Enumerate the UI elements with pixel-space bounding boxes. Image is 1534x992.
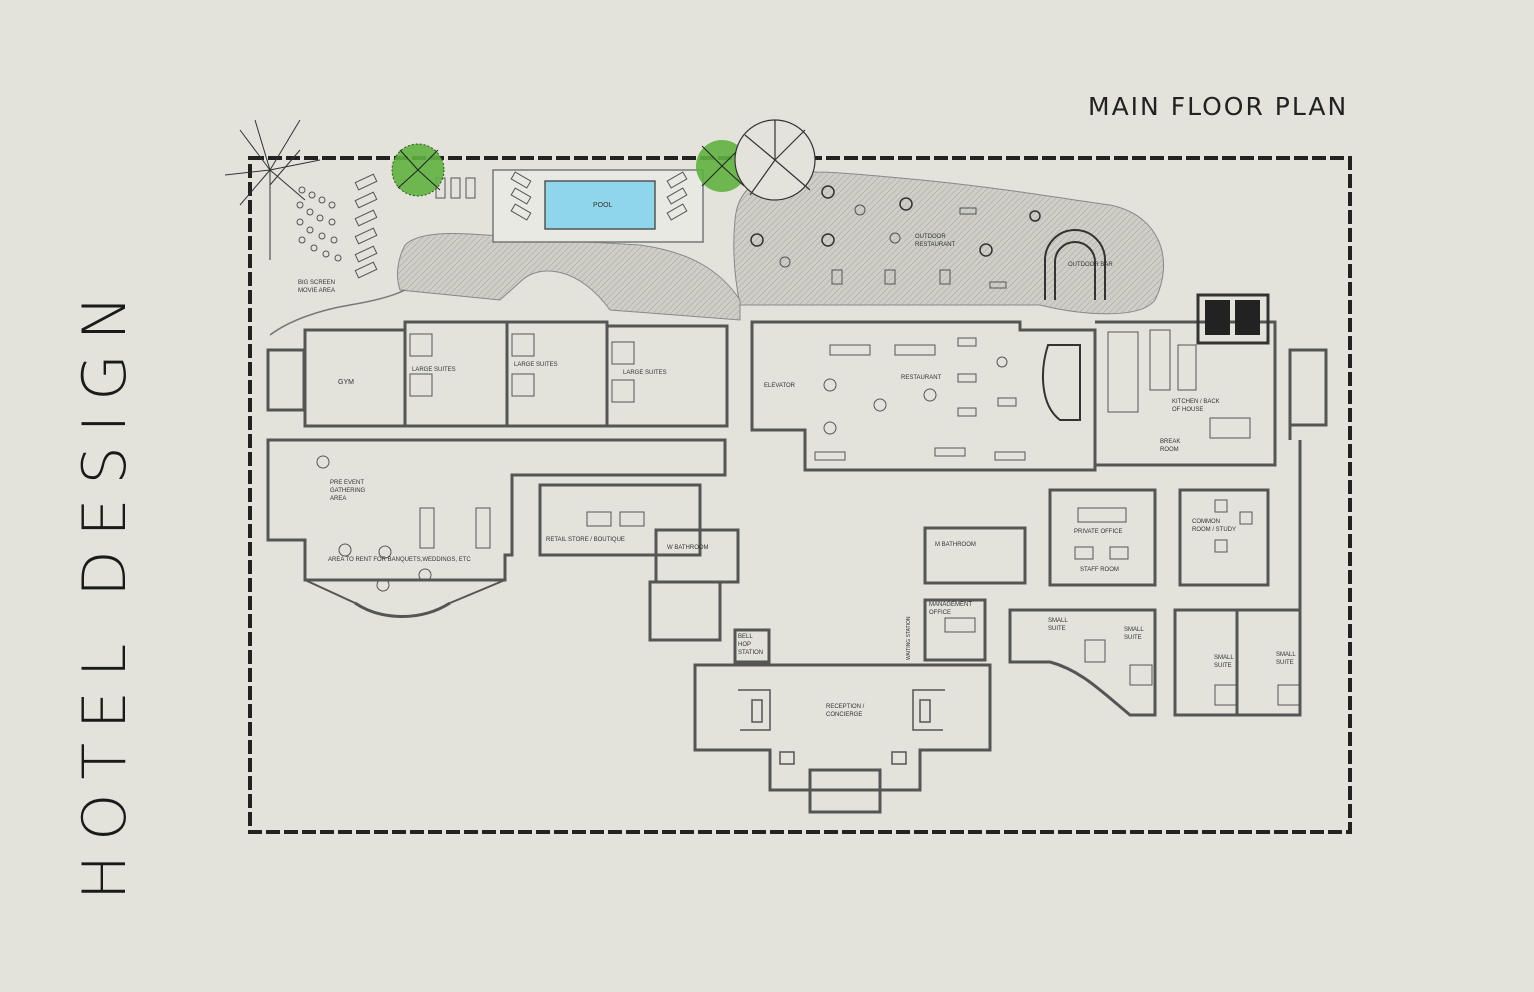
restaurant-label: RESTAURANT xyxy=(901,375,942,381)
building-walls xyxy=(266,320,1328,814)
small-suite-4-label-1: SMALL xyxy=(1276,652,1296,658)
pre-event-label-3: AREA xyxy=(330,496,346,502)
movie-area-label-2: MOVIE AREA xyxy=(298,288,335,294)
break-room-label-1: BREAK xyxy=(1160,439,1180,445)
reception-label-1: RECEPTION / xyxy=(826,704,865,710)
common-room-label-1: COMMON xyxy=(1192,519,1220,525)
suite-beds xyxy=(409,333,1301,706)
bell-hop-label-2: HOP xyxy=(738,642,751,648)
common-room-label-2: ROOM / STUDY xyxy=(1192,527,1236,533)
waiting-station-label: WAITING STATION xyxy=(906,616,912,660)
w-bathroom-label: W BATHROOM xyxy=(667,545,709,551)
bay-window xyxy=(354,601,451,618)
walk-in-cooler xyxy=(1196,293,1270,345)
pre-event-label-2: GATHERING xyxy=(330,488,366,494)
outdoor-bar xyxy=(1044,229,1106,300)
tree-bare xyxy=(224,119,321,260)
garden-curve xyxy=(269,289,406,336)
banquets-label: AREA TO RENT FOR BANQUETS,WEDDINGS, ETC xyxy=(328,557,471,563)
pool-loungers xyxy=(354,171,688,279)
kitchen-equipment xyxy=(1107,329,1251,439)
banquet-tables xyxy=(316,455,645,592)
tree-green-1 xyxy=(391,143,445,197)
large-suites-3-label: LARGE SUITES xyxy=(623,370,667,376)
restaurant-tables xyxy=(814,337,1026,461)
management-label-1: MANAGEMENT xyxy=(929,602,972,608)
small-suite-3-label-1: SMALL xyxy=(1214,655,1234,661)
large-suites-2-label: LARGE SUITES xyxy=(514,362,558,368)
pre-event-label-1: PRE EVENT xyxy=(330,480,364,486)
pool xyxy=(544,180,656,230)
patio-area xyxy=(733,171,1164,315)
tree-green-2 xyxy=(696,140,748,192)
small-suite-2-label-2: SUITE xyxy=(1124,635,1142,641)
elevator-label: ELEVATOR xyxy=(764,383,796,389)
small-suite-4-label-2: SUITE xyxy=(1276,660,1294,666)
small-suite-1-label-2: SUITE xyxy=(1048,626,1066,632)
private-office-label: PRIVATE OFFICE xyxy=(1074,529,1122,535)
large-suites-1-label: LARGE SUITES xyxy=(412,367,456,373)
garden-path xyxy=(397,233,741,321)
small-suite-2-label-1: SMALL xyxy=(1124,627,1144,633)
reception-sofas xyxy=(738,689,945,765)
break-room-label-2: ROOM xyxy=(1160,447,1179,453)
bell-hop-label-3: STATION xyxy=(738,650,763,656)
m-bathroom-label: M BATHROOM xyxy=(935,542,976,548)
outdoor-bar-label: OUTDOOR BAR xyxy=(1068,262,1113,268)
outdoor-restaurant-label-1: OUTDOOR xyxy=(915,234,946,240)
gym-label: GYM xyxy=(338,379,354,386)
reception-label-2: CONCIERGE xyxy=(826,712,862,718)
management-label-2: OFFICE xyxy=(929,610,951,616)
kitchen-label-2: OF HOUSE xyxy=(1172,407,1203,413)
staff-room-label: STAFF ROOM xyxy=(1080,567,1119,573)
outdoor-restaurant-label-2: RESTAURANT xyxy=(915,242,956,248)
indoor-bar xyxy=(1042,344,1081,421)
outdoor-planters xyxy=(750,185,1041,257)
outdoor-tables xyxy=(779,204,1007,289)
small-suite-3-label-2: SUITE xyxy=(1214,663,1232,669)
movie-seats xyxy=(296,186,342,262)
bell-hop-label-1: BELL xyxy=(738,634,753,640)
pool-label: POOL xyxy=(593,202,613,209)
floor-plan-title: MAIN FLOOR PLAN xyxy=(1088,92,1349,121)
movie-area-label-1: BIG SCREEN xyxy=(298,280,335,286)
tree-canopy xyxy=(734,119,816,201)
small-suite-1-label-1: SMALL xyxy=(1048,618,1068,624)
retail-label: RETAIL STORE / BOUTIQUE xyxy=(546,537,625,543)
kitchen-label-1: KITCHEN / BACK xyxy=(1172,399,1220,405)
office-tables xyxy=(944,499,1253,633)
